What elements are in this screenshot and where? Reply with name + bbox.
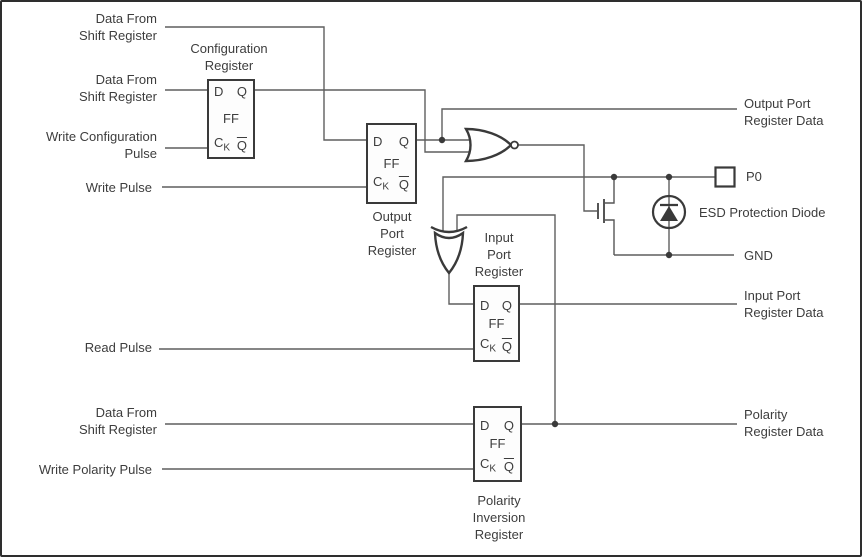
label-p0: P0 [746, 169, 762, 184]
pin-d-icon: D [480, 418, 490, 433]
label-esd-protection-diode: ESD Protection Diode [699, 205, 826, 220]
label-write-pulse: Write Pulse [85, 180, 152, 195]
wire-config-q-to-nor [255, 89, 472, 153]
pin-d-icon: D [480, 298, 490, 313]
label-write-polarity-pulse: Write Polarity Pulse [38, 462, 152, 477]
junction-dot-diode-p0 [665, 173, 673, 181]
label-polarity-register-data: Polarity Register Data [744, 407, 824, 439]
wire-nor-to-mosfet-gate [517, 144, 597, 212]
pin-clock-c: C [214, 135, 224, 151]
pin-clock-c: C [373, 174, 383, 190]
pin-clock-icon: CK [373, 174, 389, 193]
wire-xor-to-input-register [448, 268, 474, 305]
nor-gate-bubble [510, 140, 519, 150]
nor-gate-body [463, 127, 513, 163]
pin-d-icon: D [214, 84, 224, 99]
pin-qbar-icon: Q [236, 138, 247, 153]
label-data-from-shift-register-3: Data From Shift Register [78, 405, 157, 437]
pin-q-icon: Q [398, 134, 409, 149]
pin-q-icon: Q [501, 298, 512, 313]
nor-gate [463, 127, 519, 163]
pin-clock-icon: CK [480, 456, 496, 475]
mosfet [597, 177, 615, 255]
pin-qbar-icon: Q [398, 177, 409, 192]
pin-d-icon: D [373, 134, 383, 149]
pin-qbar-icon: Q [503, 459, 514, 474]
pin-clock-k: K [489, 464, 497, 475]
label-read-pulse: Read Pulse [84, 340, 152, 355]
label-gnd: GND [744, 248, 773, 263]
junction-dot-drain-p0 [610, 173, 618, 181]
pin-q-icon: Q [236, 84, 247, 99]
wire-polarity-feedback-to-xor [456, 214, 556, 424]
label-write-configuration-pulse: Write Configuration Pulse [45, 129, 157, 161]
pin-clock-k: K [382, 182, 390, 193]
wire-data-shift-1 [165, 26, 368, 141]
flipflop-configuration-register: D Q FF CK Q [207, 79, 255, 159]
xor-gate-body [433, 230, 465, 275]
label-output-port-register-data: Output Port Register Data [744, 96, 824, 128]
flipflop-output-port-register: D Q FF CK Q [366, 123, 417, 204]
wire-p0-net [442, 176, 715, 231]
ff-label: FF [383, 155, 400, 171]
xor-gate [430, 225, 468, 275]
pin-clock-c: C [480, 456, 490, 472]
junction-dot-diode-gnd [665, 251, 673, 259]
flipflop-polarity-inversion-register: D Q FF CK Q [473, 406, 522, 482]
junction-dot-polarity-q [551, 420, 559, 428]
pin-clock-k: K [223, 143, 231, 154]
label-input-port-register-data: Input Port Register Data [744, 288, 824, 320]
mosfet-drain [604, 177, 615, 204]
polarity-inversion-register-title: Polarity Inversion Register [472, 493, 526, 542]
output-port-register-title: Output Port Register [367, 209, 417, 258]
pin-clock-icon: CK [214, 135, 230, 154]
esd-diode [651, 194, 687, 230]
esd-diode-circle [651, 194, 687, 230]
p0-pad [714, 166, 736, 188]
junction-dot-opr-q [438, 136, 446, 144]
pin-clock-k: K [489, 344, 497, 355]
pin-qbar-icon: Q [501, 339, 512, 354]
ff-label: FF [223, 111, 239, 126]
label-data-from-shift-register-1: Data From Shift Register [78, 11, 157, 43]
configuration-register-title: Configuration Register [190, 41, 268, 73]
mosfet-source [604, 219, 615, 255]
input-port-register-title: Input Port Register [474, 230, 524, 279]
wire-output-port-register-data [441, 108, 737, 140]
ff-label: FF [488, 315, 505, 331]
flipflop-input-port-register: D Q FF CK Q [473, 285, 520, 362]
ff-label: FF [489, 436, 506, 451]
label-data-from-shift-register-2: Data From Shift Register [78, 72, 157, 104]
esd-diode-triangle [660, 206, 678, 221]
xor-gate-input-curve [430, 225, 468, 234]
pin-clock-c: C [480, 336, 490, 352]
pin-clock-icon: CK [480, 336, 496, 355]
pin-q-icon: Q [503, 418, 514, 433]
